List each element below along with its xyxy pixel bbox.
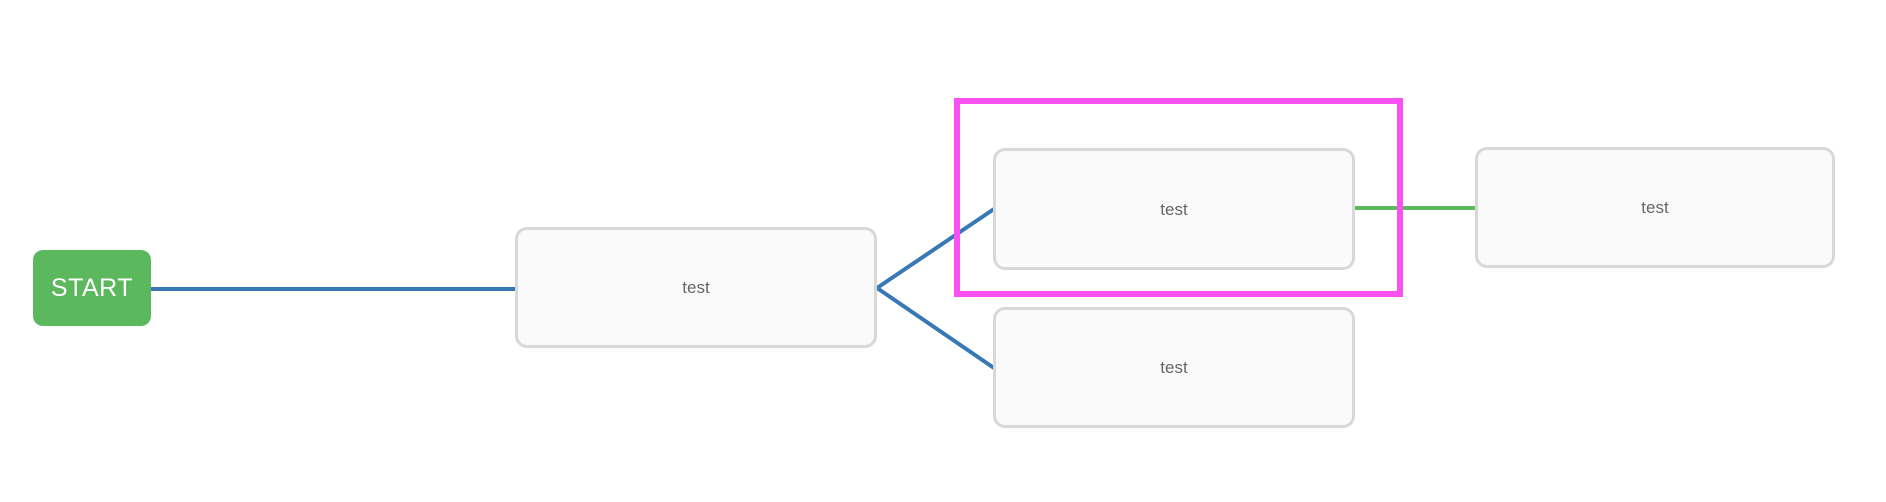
- flow-node-2-label: test: [1160, 199, 1188, 219]
- connector-node-1-to-node-2[interactable]: [875, 207, 996, 290]
- flow-node-1-label: test: [682, 278, 710, 297]
- flow-node-4-label: test: [1641, 198, 1669, 217]
- flow-node-1[interactable]: test: [515, 227, 877, 348]
- flow-node-2-selected[interactable]: test: [993, 148, 1355, 270]
- flow-node-4[interactable]: test: [1475, 147, 1835, 268]
- connector-node-1-to-node-3[interactable]: [875, 286, 996, 370]
- start-node-label: START: [50, 273, 134, 302]
- start-node[interactable]: START: [33, 250, 151, 326]
- flow-node-3-label: test: [1160, 358, 1188, 377]
- flow-node-3[interactable]: test: [993, 307, 1355, 428]
